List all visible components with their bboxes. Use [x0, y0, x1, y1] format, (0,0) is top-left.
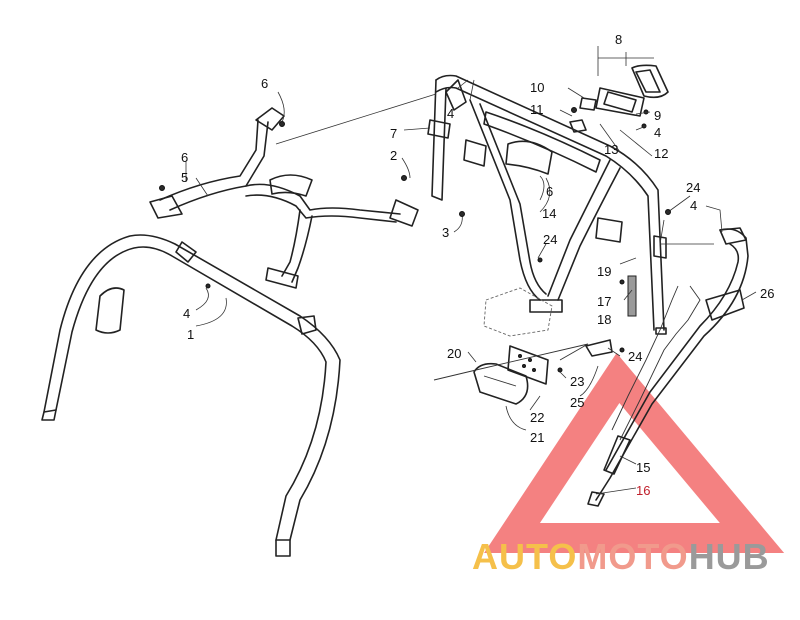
leader-lines [185, 46, 757, 495]
callout-23: 23 [570, 374, 584, 389]
watermark-logo: AUTOMOTOHUB [472, 536, 770, 577]
callout-24: 24 [543, 232, 557, 247]
callout-24: 24 [686, 180, 700, 195]
callout-6: 6 [546, 184, 553, 199]
callout-15: 15 [636, 460, 650, 475]
callout-11: 11 [530, 102, 544, 117]
rear-rops [427, 74, 667, 337]
callout-8: 8 [615, 32, 622, 47]
front-crossbar [149, 107, 419, 289]
callout-3: 3 [442, 225, 449, 240]
callout-24: 24 [628, 349, 642, 364]
callout-1: 1 [187, 327, 194, 342]
callout-4: 4 [690, 198, 697, 213]
watermark-moto: MOTO [577, 536, 688, 577]
callout-14: 14 [542, 206, 556, 221]
callout-4: 4 [183, 306, 190, 321]
tail-light-assembly [433, 339, 613, 405]
callout-13: 13 [604, 142, 618, 157]
light-assembly [569, 64, 669, 133]
watermark-hub: HUB [689, 536, 770, 577]
callout-19: 19 [597, 264, 611, 279]
callout-17: 17 [597, 294, 611, 309]
callout-7: 7 [390, 126, 397, 141]
callout-20: 20 [447, 346, 461, 361]
side-panel [587, 227, 749, 507]
callout-10: 10 [530, 80, 544, 95]
callout-25: 25 [570, 395, 584, 410]
hardware-dots [159, 121, 671, 353]
callout-4: 4 [447, 106, 454, 121]
callout-18: 18 [597, 312, 611, 327]
callout-21: 21 [530, 430, 544, 445]
callout-26: 26 [760, 286, 774, 301]
callout-9: 9 [654, 108, 661, 123]
callout-5: 5 [181, 170, 188, 185]
watermark-auto: AUTO [472, 536, 577, 577]
watermark-text: AUTOMOTOHUB [472, 536, 770, 577]
watermark-triangle [484, 352, 785, 553]
callout-6: 6 [261, 76, 268, 91]
callout-4: 4 [654, 125, 661, 140]
callout-12: 12 [654, 146, 668, 161]
callout-6: 6 [181, 150, 188, 165]
front-rops-bar [41, 234, 341, 557]
callouts: 6 6 5 4 1 4 7 2 3 8 10 11 9 4 13 12 6 14… [181, 32, 774, 498]
callout-16: 16 [636, 483, 650, 498]
callout-2: 2 [390, 148, 397, 163]
callout-22: 22 [530, 410, 544, 425]
